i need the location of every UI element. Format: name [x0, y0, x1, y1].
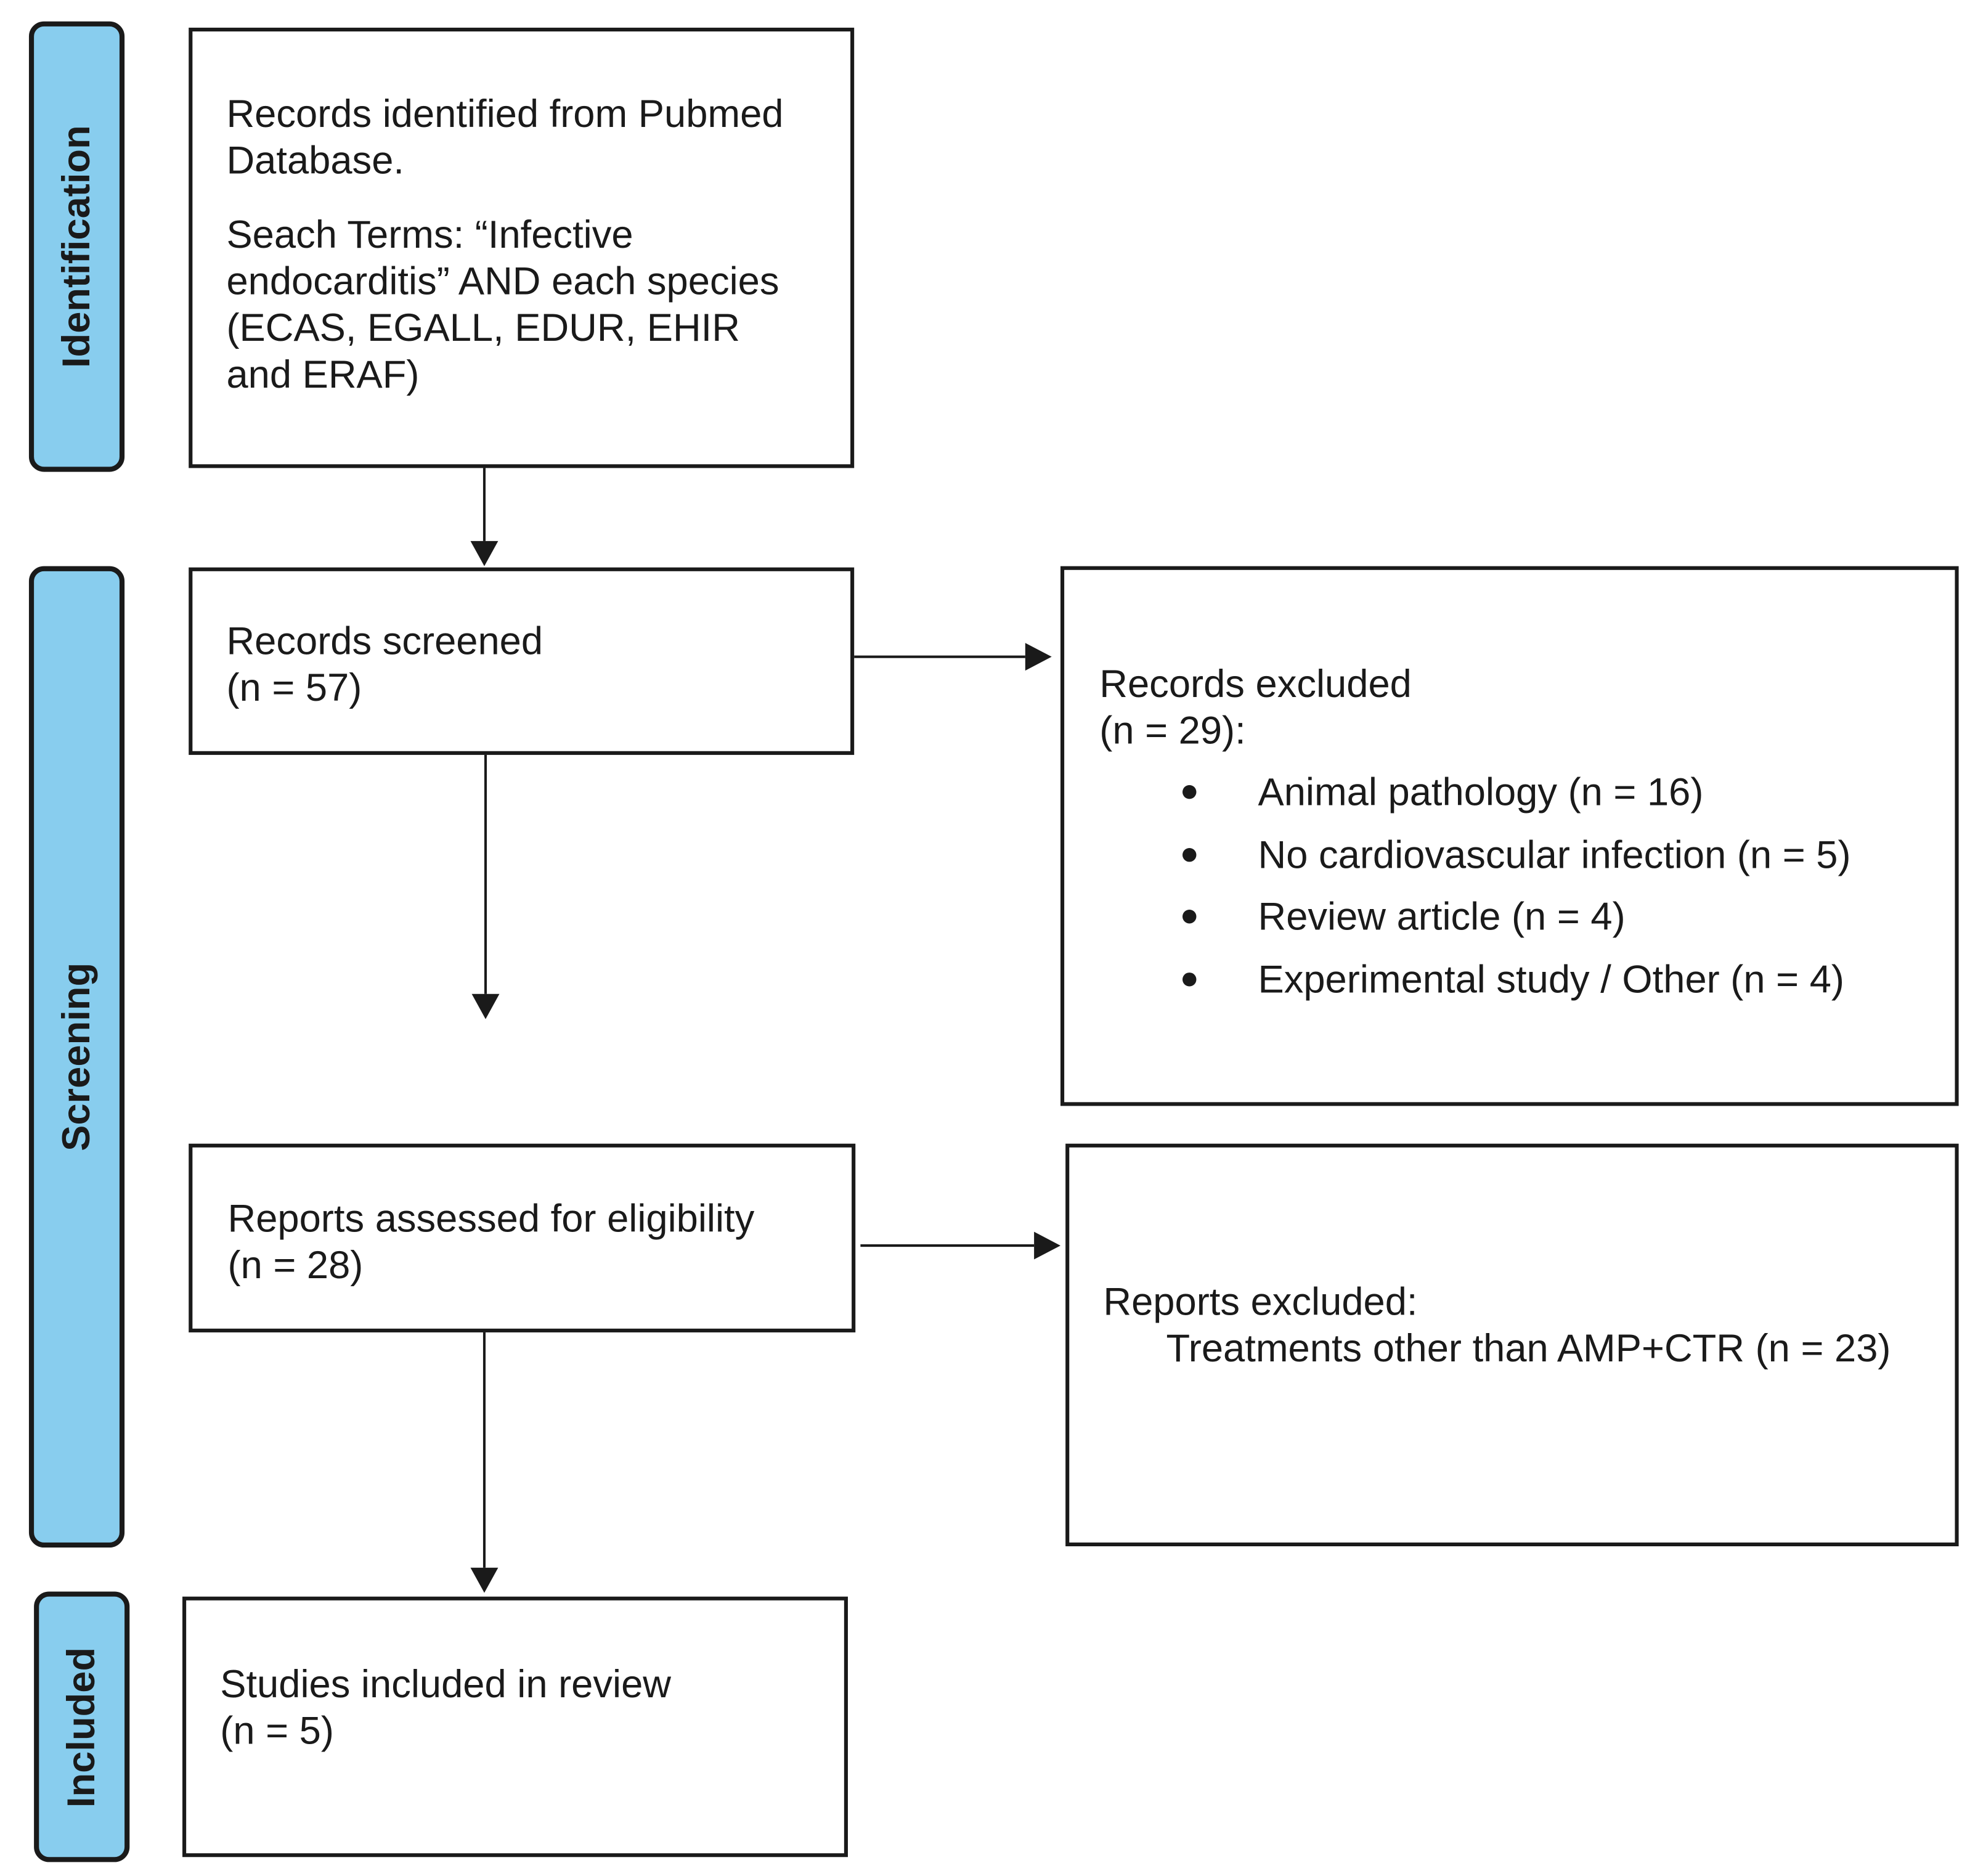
reports-assessed-box: Reports assessed for eligibility (n = 28…: [189, 1143, 856, 1332]
exclusion-reason-item: Experimental study / Other (n = 4): [1099, 956, 1955, 1018]
exclusion-reason-text: Experimental study / Other (n = 4): [1258, 956, 1844, 1001]
screened-title: Records screened: [226, 619, 543, 663]
bullet-icon: [1182, 972, 1197, 986]
excluded-reports-reason: Treatments other than AMP+CTR (n = 23): [1166, 1326, 1891, 1371]
exclusion-reason-item: Review article (n = 4): [1099, 893, 1955, 955]
records-screened-box: Records screened (n = 57): [189, 567, 855, 755]
exclusion-reason-text: Animal pathology (n = 16): [1258, 770, 1704, 814]
phase-identification: Identification: [28, 21, 125, 472]
reports-excluded-box: Reports excluded: Treatments other than …: [1065, 1143, 1959, 1547]
exclusion-reason-text: Review article (n = 4): [1258, 894, 1626, 939]
exclusion-reason-item: No cardiovascular infection (n = 5): [1099, 831, 1955, 893]
identified-line-1: Records identified from Pubmed: [226, 92, 784, 136]
phase-screening: Screening: [28, 566, 125, 1548]
excluded-reports-title: Reports excluded:: [1103, 1279, 1418, 1324]
records-identified-box: Records identified from Pubmed Database.…: [189, 27, 855, 468]
identified-line-2: Database.: [226, 138, 404, 183]
identified-line-4: endocarditis” AND each species: [226, 259, 779, 304]
phase-included: Included: [34, 1591, 130, 1862]
exclusion-reason-item: Animal pathology (n = 16): [1099, 769, 1955, 831]
screened-count: (n = 57): [226, 665, 362, 710]
exclusion-reasons-list: Animal pathology (n = 16) No cardiovascu…: [1099, 769, 1955, 1018]
records-excluded-box: Records excluded (n = 29): Animal pathol…: [1060, 566, 1959, 1106]
assessed-title: Reports assessed for eligibility: [227, 1196, 755, 1241]
bullet-icon: [1182, 785, 1197, 799]
assessed-count: (n = 28): [227, 1243, 364, 1287]
included-title: Studies included in review: [220, 1662, 672, 1707]
excluded-records-count: (n = 29):: [1099, 708, 1246, 752]
studies-included-box: Studies included in review (n = 5): [182, 1596, 848, 1858]
identified-line-6: and ERAF): [226, 352, 420, 397]
included-count: (n = 5): [220, 1708, 334, 1753]
arrow-identified-to-screened: [470, 468, 499, 566]
bullet-icon: [1182, 847, 1197, 862]
excluded-records-title: Records excluded: [1099, 661, 1412, 706]
exclusion-reason-text: No cardiovascular infection (n = 5): [1258, 832, 1851, 876]
identified-line-3: Seach Terms: “Infective: [226, 213, 633, 257]
arrow-assessed-to-included: [470, 1332, 499, 1593]
bullet-icon: [1182, 910, 1197, 924]
identified-line-5: (ECAS, EGALL, EDUR, EHIR: [226, 306, 740, 350]
arrow-screened-to-excluded: [854, 643, 1052, 671]
arrow-screened-to-assessed: [471, 754, 500, 1019]
arrow-assessed-to-excluded: [860, 1231, 1060, 1260]
